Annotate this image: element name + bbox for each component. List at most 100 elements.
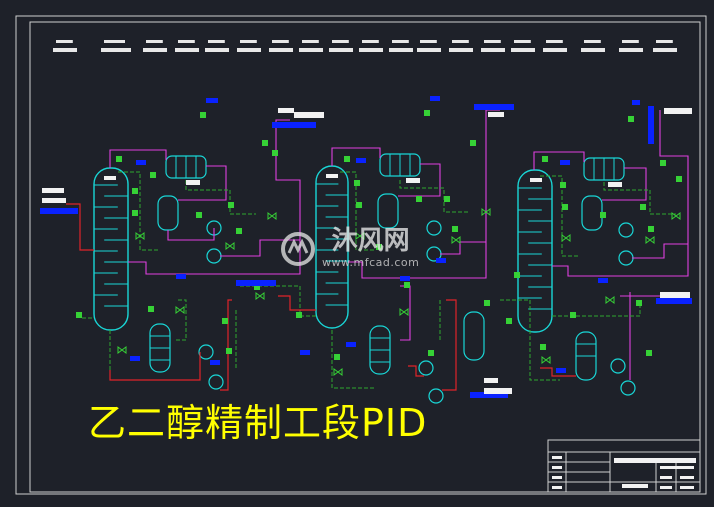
drawing-title: 乙二醇精制工段PID	[88, 401, 428, 445]
header-label-top	[240, 40, 257, 43]
instrument-tag	[354, 180, 360, 186]
valve-symbol	[255, 292, 265, 300]
valve-symbol	[645, 236, 655, 244]
reboiler-1	[149, 323, 171, 373]
header-label-top	[362, 40, 379, 43]
instrument-tag	[132, 210, 138, 216]
header-label-bar	[417, 48, 441, 52]
valve-symbol	[671, 212, 681, 220]
instrument-tag	[484, 300, 490, 306]
reflux-drum-1	[157, 195, 179, 231]
header-label-top	[452, 40, 469, 43]
instrument-tag	[428, 350, 434, 356]
header-label-top	[484, 40, 501, 43]
valve-symbol	[117, 346, 127, 354]
instrument-tag	[452, 226, 458, 232]
header-label-bar	[237, 48, 261, 52]
title-block	[547, 439, 701, 493]
instrument-tag	[272, 150, 278, 156]
valve-symbol	[605, 296, 615, 304]
header-label-bar	[449, 48, 473, 52]
header-label-top	[514, 40, 531, 43]
instrument-tag	[228, 202, 234, 208]
instrument-tag	[222, 318, 228, 324]
mfcad-logo-icon	[281, 231, 315, 266]
steam-lines	[66, 203, 576, 391]
instrument-tag	[356, 202, 362, 208]
valve-symbol	[451, 236, 461, 244]
instrument-tag	[196, 212, 202, 218]
valve-symbol	[399, 308, 409, 316]
header-label-top	[546, 40, 563, 43]
valve-symbol	[333, 368, 343, 376]
header-label-bar	[205, 48, 229, 52]
instrument-tag	[148, 306, 154, 312]
instrument-tag	[646, 350, 652, 356]
instrument-tag	[562, 204, 568, 210]
condenser-3	[583, 157, 625, 181]
header-label-top	[656, 40, 673, 43]
instrument-tag	[150, 172, 156, 178]
reboiler-3	[575, 331, 597, 381]
instrument-tag	[514, 272, 520, 278]
reboiler-2	[369, 325, 391, 375]
watermark-url: www.mfcad.com	[322, 256, 420, 269]
header-label-bar	[299, 48, 323, 52]
instrument-tag	[116, 156, 122, 162]
title-block-text	[552, 456, 696, 489]
header-label-bar	[143, 48, 167, 52]
equipment-header-row	[53, 40, 677, 52]
header-label-bar	[269, 48, 293, 52]
header-label-bar	[175, 48, 199, 52]
valve-symbol	[355, 232, 365, 240]
header-label-top	[332, 40, 349, 43]
header-label-top	[622, 40, 639, 43]
valve-symbol	[561, 234, 571, 242]
header-label-top	[302, 40, 319, 43]
header-label-top	[146, 40, 163, 43]
pump-group-1	[198, 220, 224, 390]
valve-symbol	[175, 306, 185, 314]
instrument-tag	[424, 110, 430, 116]
header-label-bar	[481, 48, 505, 52]
reflux-drum-3	[581, 195, 603, 231]
header-label-bar	[101, 48, 131, 52]
instrument-tag	[76, 312, 82, 318]
outer-frame	[15, 15, 707, 495]
instrument-tag	[640, 204, 646, 210]
header-label-bar	[653, 48, 677, 52]
header-label-bar	[581, 48, 605, 52]
header-label-bar	[543, 48, 567, 52]
header-label-top	[584, 40, 601, 43]
instrument-tag	[416, 196, 422, 202]
header-label-top	[104, 40, 125, 43]
instrument-tag	[600, 212, 606, 218]
valve-symbol	[267, 212, 277, 220]
instrument-tag	[226, 348, 232, 354]
header-label-top	[178, 40, 195, 43]
instrument-tag	[506, 318, 512, 324]
inner-frame	[29, 21, 701, 493]
watermark: 沐风网 www.mfcad.com	[280, 228, 419, 269]
instrument-tag	[132, 188, 138, 194]
instrument-tag	[404, 282, 410, 288]
condenser-2	[379, 153, 421, 177]
pump-group-3	[610, 222, 636, 396]
instrument-tag	[540, 344, 546, 350]
header-label-bar	[511, 48, 535, 52]
instrument-tag	[236, 228, 242, 234]
valve-symbol	[541, 356, 551, 364]
header-label-bar	[53, 48, 77, 52]
header-label-bar	[359, 48, 383, 52]
header-label-top	[272, 40, 289, 43]
instrument-tag	[560, 182, 566, 188]
instrument-tag	[444, 196, 450, 202]
instrument-tag	[262, 140, 268, 146]
instrument-tag	[376, 244, 382, 250]
valve-symbol	[481, 208, 491, 216]
header-label-top	[420, 40, 437, 43]
instrument-tag	[254, 284, 260, 290]
header-label-top	[392, 40, 409, 43]
stream-labels	[42, 108, 692, 394]
